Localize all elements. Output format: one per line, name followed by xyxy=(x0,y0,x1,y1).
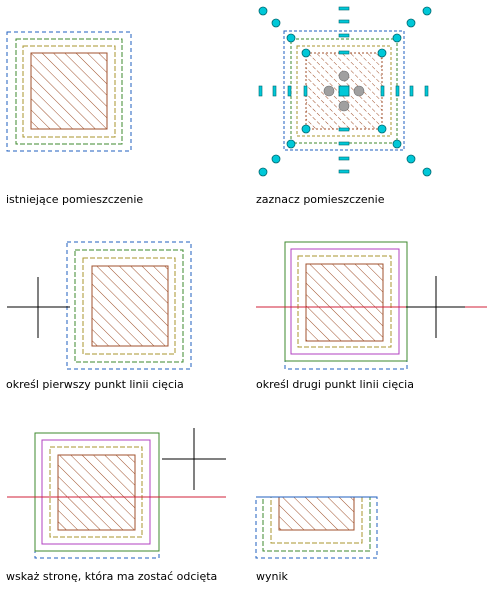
grip-point[interactable] xyxy=(286,33,296,43)
olive-boundary xyxy=(22,45,116,138)
edge-grip[interactable] xyxy=(424,85,429,97)
green-boundary xyxy=(34,432,160,552)
grip-point[interactable] xyxy=(406,154,416,164)
edge-grip[interactable] xyxy=(380,85,385,97)
step-caption-second-point: określ drugi punkt linii cięcia xyxy=(256,378,414,391)
edge-grip[interactable] xyxy=(258,85,263,97)
olive-boundary xyxy=(49,446,143,538)
outer-boundary xyxy=(6,31,132,152)
green-boundary xyxy=(74,249,184,363)
room-hatch xyxy=(30,52,108,130)
green-boundary xyxy=(284,241,408,362)
select-room-panel xyxy=(258,6,432,177)
grip-markers xyxy=(258,6,432,177)
edge-grip[interactable] xyxy=(303,85,308,97)
existing-room-panel xyxy=(6,31,132,152)
step-caption-pick-side: wskaż stronę, która ma zostać odcięta xyxy=(6,570,218,583)
crosshair-cursor xyxy=(7,277,70,338)
room-hatch xyxy=(91,265,169,347)
step-caption-first-point: określ pierwszy punkt linii cięcia xyxy=(6,378,184,391)
edge-grip[interactable] xyxy=(338,141,350,146)
room-hatch xyxy=(278,496,355,531)
step-caption-select-room: zaznacz pomieszczenie xyxy=(256,193,385,206)
edge-grip[interactable] xyxy=(338,6,350,11)
pick-side-panel xyxy=(7,428,226,559)
selected-olive-boundary xyxy=(296,45,392,137)
edge-grip[interactable] xyxy=(395,85,400,97)
center-grips xyxy=(323,70,365,112)
grip-point[interactable] xyxy=(406,18,416,28)
edge-grip[interactable] xyxy=(338,156,350,161)
second-cut-point-panel xyxy=(256,241,487,370)
edge-grips xyxy=(258,6,429,174)
result-panel xyxy=(255,496,378,559)
crosshair-cursor xyxy=(162,428,226,490)
edge-grip[interactable] xyxy=(409,85,414,97)
edge-grip[interactable] xyxy=(338,50,350,55)
grip-point[interactable] xyxy=(377,124,387,134)
grip-point[interactable] xyxy=(301,48,311,58)
grip-point[interactable] xyxy=(301,124,311,134)
edge-grip[interactable] xyxy=(287,85,292,97)
grey-grip[interactable] xyxy=(323,85,335,97)
grip-point[interactable] xyxy=(422,6,432,16)
grey-grip[interactable] xyxy=(338,100,350,112)
edge-grip[interactable] xyxy=(338,33,350,38)
grey-grip[interactable] xyxy=(338,70,350,82)
olive-boundary xyxy=(297,255,392,348)
magenta-boundary xyxy=(41,439,151,545)
step-caption-existing-room: istniejące pomieszczenie xyxy=(6,193,144,206)
magenta-boundary xyxy=(290,248,400,355)
room-hatch xyxy=(305,263,384,342)
room-hatch xyxy=(57,454,136,531)
grip-point[interactable] xyxy=(392,33,402,43)
edge-grip[interactable] xyxy=(338,19,350,24)
crosshair-cursor xyxy=(406,276,465,338)
grip-point[interactable] xyxy=(271,18,281,28)
grip-point[interactable] xyxy=(271,154,281,164)
selected-outer-boundary xyxy=(283,30,405,151)
first-cut-point-panel xyxy=(7,241,192,370)
grip-point[interactable] xyxy=(258,6,268,16)
center-grip[interactable] xyxy=(338,85,350,97)
grip-point[interactable] xyxy=(392,139,402,149)
edge-grip[interactable] xyxy=(338,169,350,174)
step-caption-result: wynik xyxy=(256,570,288,583)
grey-grip[interactable] xyxy=(353,85,365,97)
grip-point[interactable] xyxy=(258,167,268,177)
olive-boundary xyxy=(82,257,176,355)
grip-point[interactable] xyxy=(377,48,387,58)
grip-point[interactable] xyxy=(422,167,432,177)
green-boundary xyxy=(15,38,123,145)
grip-point[interactable] xyxy=(286,139,296,149)
edge-grip[interactable] xyxy=(272,85,277,97)
edge-grip[interactable] xyxy=(338,127,350,132)
